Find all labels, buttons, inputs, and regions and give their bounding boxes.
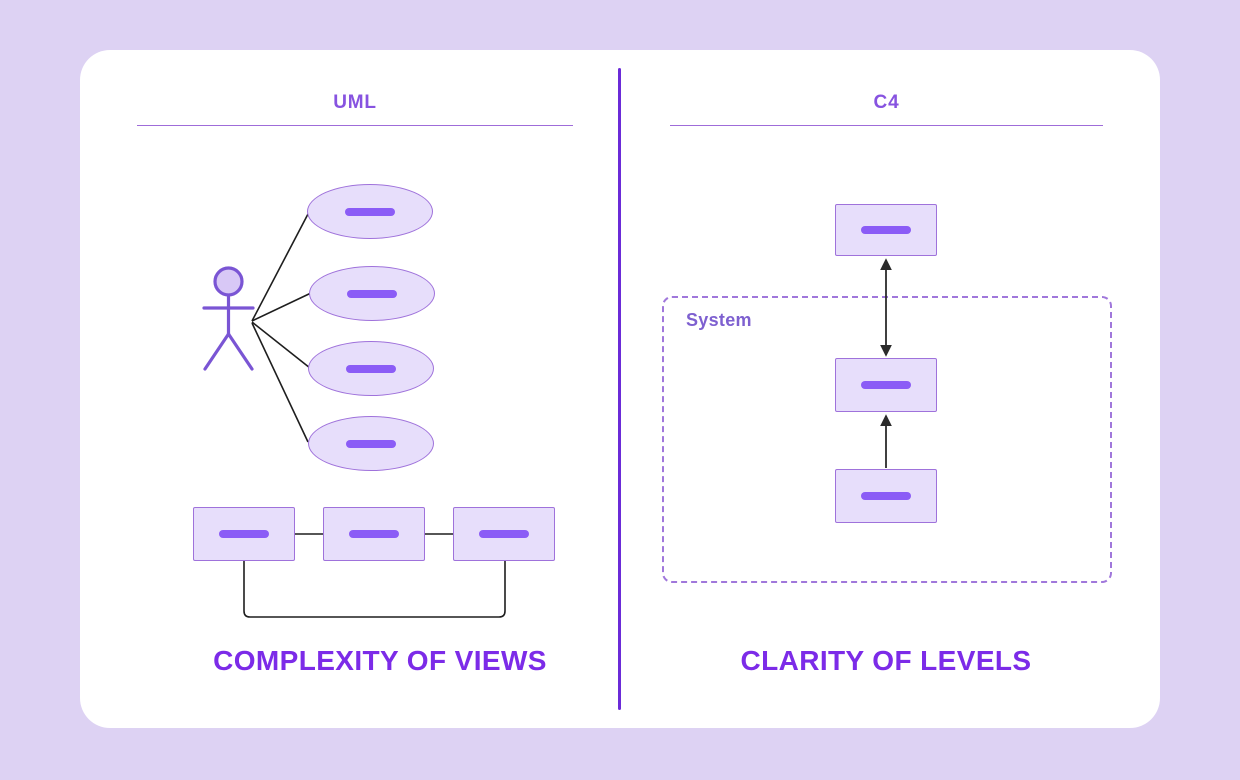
text-placeholder-bar — [346, 439, 396, 448]
c4-title: C4 — [873, 92, 900, 113]
c4-panel-header: C4 — [670, 92, 1103, 126]
association-line — [251, 322, 309, 443]
actor-figure — [202, 266, 255, 371]
text-placeholder-bar — [345, 207, 395, 216]
use-case-association-lines — [251, 213, 312, 443]
c4-caption: CLARITY OF LEVELS — [740, 645, 1032, 676]
uml-title: UML — [333, 92, 377, 113]
text-placeholder-bar — [479, 530, 529, 538]
text-placeholder-bar — [861, 492, 911, 500]
text-placeholder-bar — [347, 289, 397, 298]
association-line — [251, 292, 312, 322]
actor-head — [213, 266, 244, 297]
actor-leg-right — [226, 332, 254, 371]
text-placeholder-bar — [346, 364, 396, 373]
c4-level-box-bottom — [835, 469, 937, 523]
loop-connector — [243, 561, 506, 618]
system-boundary-label: System — [686, 310, 752, 330]
association-line — [251, 213, 309, 322]
text-placeholder-bar — [861, 381, 911, 389]
class-box — [323, 507, 425, 561]
use-case-ellipse — [308, 416, 434, 471]
association-line — [251, 321, 311, 369]
uml-caption: COMPLEXITY OF VIEWS — [213, 645, 547, 676]
class-box — [453, 507, 555, 561]
class-box — [193, 507, 295, 561]
comparison-card: UML COMPLEXITY OF VIEWS C4 Syst — [80, 50, 1160, 728]
uml-panel-header: UML — [137, 92, 573, 126]
text-placeholder-bar — [861, 226, 911, 234]
use-case-ellipse — [309, 266, 435, 321]
text-placeholder-bar — [219, 530, 269, 538]
c4-level-box-top — [835, 204, 937, 256]
use-case-ellipse — [308, 341, 434, 396]
panel-divider — [618, 68, 621, 710]
system-boundary-box: System — [662, 296, 1112, 583]
text-placeholder-bar — [349, 530, 399, 538]
actor-leg-left — [203, 332, 231, 371]
c4-level-box-middle — [835, 358, 937, 412]
use-case-ellipse — [307, 184, 433, 239]
